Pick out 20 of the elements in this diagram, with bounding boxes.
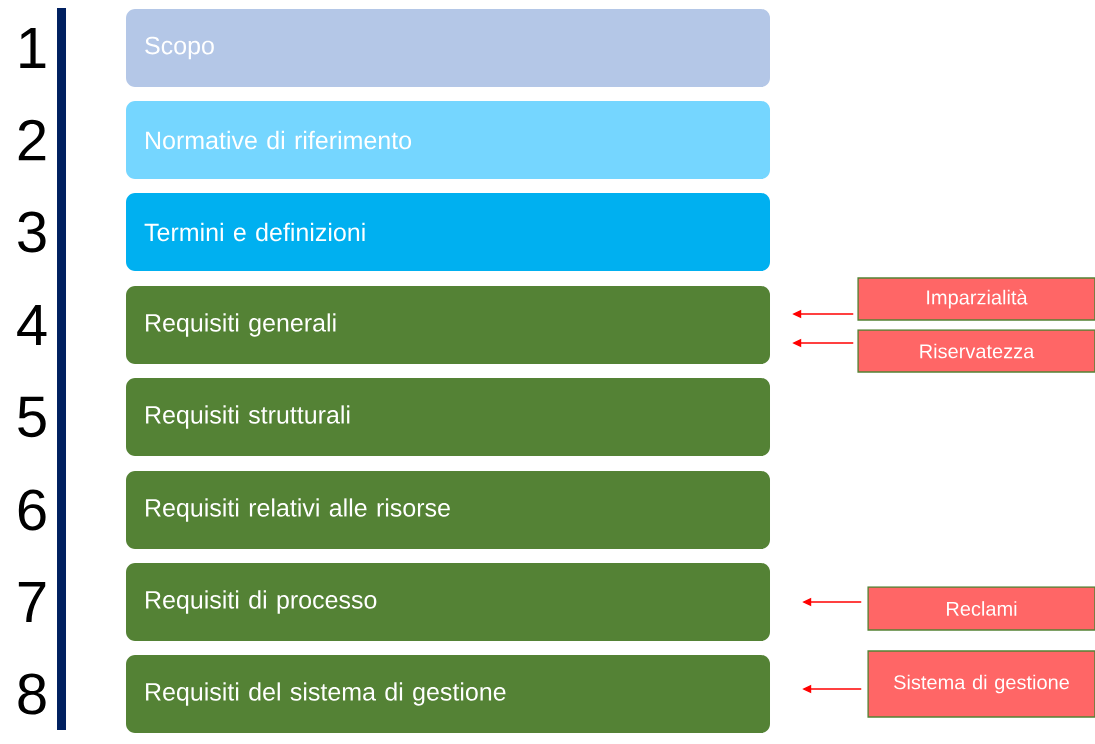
section-bar: Scopo: [126, 9, 770, 87]
section-bar: Normative di riferimento: [126, 101, 770, 179]
section-bar: Requisiti di processo: [126, 563, 770, 641]
section-number: 5: [18, 396, 46, 438]
section-number: 6: [18, 489, 46, 531]
section-bar: Requisiti generali: [126, 286, 770, 364]
section-bar: Requisiti del sistema di gestione: [126, 655, 770, 733]
topic-tag: Reclami: [867, 586, 1095, 631]
topic-tag: Imparzialità: [857, 277, 1095, 321]
section-bar: Requisiti relativi alle risorse: [126, 471, 770, 549]
section-number: 2: [18, 119, 46, 161]
section-bar: Termini e definizioni: [126, 193, 770, 271]
section-number: 8: [18, 673, 46, 715]
section-number: 7: [18, 582, 46, 622]
topic-tag: Riservatezza: [857, 329, 1095, 373]
section-bar: Requisiti strutturali: [126, 378, 770, 456]
section-number: 3: [18, 211, 46, 253]
topic-tag: Sistema di gestione: [867, 650, 1095, 718]
section-number: 1: [20, 28, 46, 68]
section-number: 4: [17, 305, 47, 345]
